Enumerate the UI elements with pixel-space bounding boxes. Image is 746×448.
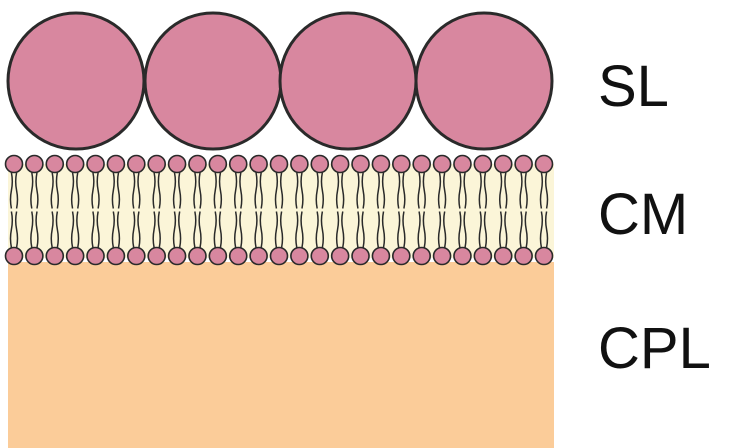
cpl-block	[8, 262, 554, 448]
lipid-head	[434, 248, 451, 265]
lipid-head	[352, 248, 369, 265]
lipid-head	[271, 156, 288, 173]
lipid-head	[536, 248, 553, 265]
lipid-head	[230, 248, 247, 265]
cm-lipid-bilayer	[6, 156, 555, 265]
lipid-head	[128, 248, 145, 265]
lipid-head	[413, 156, 430, 173]
lipid-head	[87, 156, 104, 173]
lipid-head	[46, 248, 63, 265]
lipid-head	[311, 248, 328, 265]
lipid-head	[515, 248, 532, 265]
lipid-head	[250, 156, 267, 173]
lipid-head	[26, 156, 43, 173]
lipid-head	[6, 156, 23, 173]
lipid-head	[107, 248, 124, 265]
cpl-label: CPL	[598, 320, 711, 378]
lipid-head	[67, 156, 84, 173]
lipid-head	[332, 156, 349, 173]
lipid-head	[474, 248, 491, 265]
lipid-head	[413, 248, 430, 265]
lipid-head	[209, 156, 226, 173]
lipid-head	[128, 156, 145, 173]
sl-sphere	[280, 13, 416, 149]
lipid-head	[291, 248, 308, 265]
lipid-head	[434, 156, 451, 173]
lipid-head	[311, 156, 328, 173]
lipid-head	[372, 248, 389, 265]
lipid-head	[372, 156, 389, 173]
lipid-head	[189, 248, 206, 265]
lipid-head	[169, 156, 186, 173]
sl-sphere	[8, 13, 144, 149]
lipid-head	[393, 156, 410, 173]
sl-sphere	[416, 13, 552, 149]
lipid-head	[107, 156, 124, 173]
cpl-layer	[8, 262, 554, 448]
lipid-head	[271, 248, 288, 265]
lipid-head	[169, 248, 186, 265]
lipid-head	[291, 156, 308, 173]
lipid-head	[6, 248, 23, 265]
lipid-head	[148, 248, 165, 265]
lipid-head	[332, 248, 349, 265]
sl-layer	[8, 13, 552, 149]
lipid-head	[26, 248, 43, 265]
lipid-head	[393, 248, 410, 265]
lipid-head	[148, 156, 165, 173]
cm-label: CM	[598, 186, 688, 244]
lipid-head	[495, 248, 512, 265]
lipid-head	[474, 156, 491, 173]
lipid-head	[454, 156, 471, 173]
lipid-head	[495, 156, 512, 173]
lipid-head	[352, 156, 369, 173]
lipid-head	[209, 248, 226, 265]
lipid-head	[454, 248, 471, 265]
lipid-head	[87, 248, 104, 265]
lipid-head	[250, 248, 267, 265]
lipid-head	[515, 156, 532, 173]
lipid-head	[230, 156, 247, 173]
lipid-head	[536, 156, 553, 173]
sl-label: SL	[598, 58, 669, 116]
sl-sphere	[145, 13, 281, 149]
lipid-head	[46, 156, 63, 173]
lipid-head	[189, 156, 206, 173]
lipid-head	[67, 248, 84, 265]
